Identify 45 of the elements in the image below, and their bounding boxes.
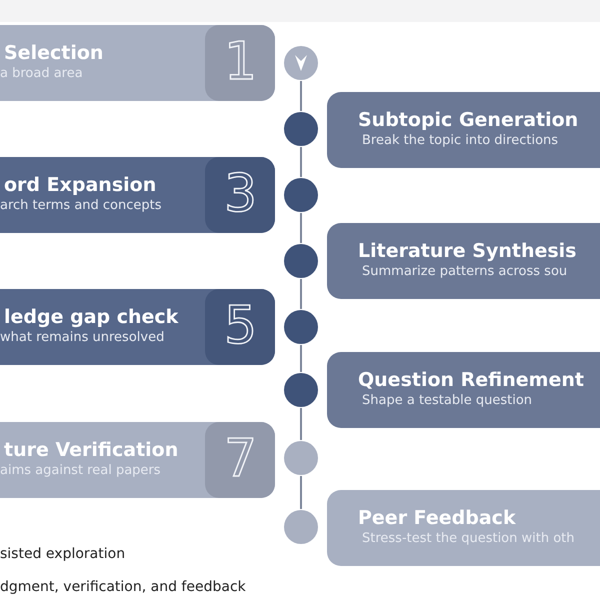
timeline-circle: [284, 373, 318, 407]
step-card: [0, 25, 275, 101]
step-title: ledge gap check: [4, 307, 178, 328]
timeline-circle: [284, 244, 318, 278]
timeline-circle: [284, 46, 318, 80]
step-card: [327, 352, 600, 428]
timeline-connector: [300, 147, 302, 177]
step-number: 3: [224, 168, 258, 220]
timeline-connector: [300, 213, 302, 243]
timeline-circle: [284, 178, 318, 212]
step-card: [0, 289, 275, 365]
step-card: [0, 157, 275, 233]
step-card: [327, 490, 600, 566]
timeline-circle: [284, 310, 318, 344]
step-description: a broad area: [0, 67, 83, 82]
timeline-circle: [284, 510, 318, 544]
timeline-connector: [300, 279, 302, 309]
step-title: Selection: [4, 43, 104, 64]
step-description: what remains unresolved: [0, 331, 164, 346]
step-description: arch terms and concepts: [0, 199, 162, 214]
timeline-connector: [300, 345, 302, 372]
timeline-circle: [284, 112, 318, 146]
step-card: [327, 92, 600, 168]
legend-text: dgment, verification, and feedback: [0, 579, 246, 595]
step-number: 1: [224, 36, 258, 88]
step-title: Subtopic Generation: [358, 110, 578, 131]
step-description: Summarize patterns across sou: [362, 265, 568, 280]
step-description: aims against real papers: [0, 464, 161, 478]
step-number: 7: [224, 433, 258, 485]
timeline-connector: [300, 408, 302, 440]
step-description: Shape a testable question: [362, 394, 532, 408]
timeline-circle: [284, 441, 318, 475]
step-description: Break the topic into directions: [362, 134, 558, 148]
step-title: ord Expansion: [4, 175, 156, 196]
step-description: Stress-test the question with oth: [362, 532, 575, 546]
step-title: Literature Synthesis: [358, 241, 576, 262]
step-title: Question Refinement: [358, 370, 584, 391]
timeline-connector: [300, 81, 302, 111]
legend-text: sisted exploration: [0, 546, 126, 562]
timeline-connector: [300, 476, 302, 509]
step-title: ture Verification: [4, 440, 178, 461]
step-number: 5: [224, 300, 258, 352]
step-card: [327, 223, 600, 299]
step-card: [0, 422, 275, 498]
step-title: Peer Feedback: [358, 508, 516, 529]
